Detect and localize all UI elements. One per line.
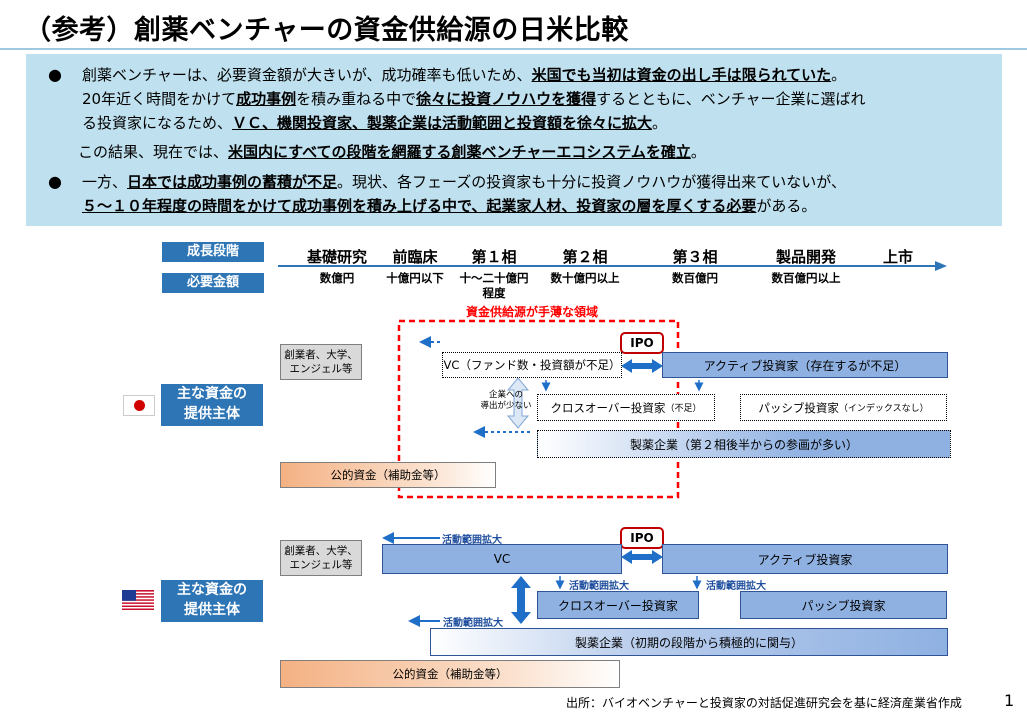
body-text: 。	[831, 66, 847, 84]
usa-founders-label: 創業者、大学、 エンジェル等	[284, 545, 358, 571]
emphasis-text: 米国でも当初は資金の出し手は限られていた	[531, 66, 832, 84]
source-note: 出所：バイオベンチャーと投資家の対話促進研究会を基に経済産業省作成	[566, 696, 962, 710]
japan-founders-box: 創業者、大学、 エンジェル等	[280, 344, 362, 380]
japan-founders-label: 創業者、大学、 エンジェル等	[284, 349, 358, 375]
stage-amount: 数十億円以上	[550, 271, 620, 285]
stage-axis-arrowhead	[935, 261, 947, 271]
thin-funding-area-box	[397, 319, 680, 499]
body-text: を積み重ねる中で	[296, 90, 417, 108]
usa-pharma-bar: 製薬企業（初期の段階から積極的に関与）	[430, 628, 948, 656]
japan-vc-bar: VC（ファンド数・投資額が不足）	[442, 352, 622, 378]
body-text: る投資家になるため、	[82, 114, 233, 132]
japan-public-label: 公的資金（補助金等）	[330, 468, 446, 482]
japan-vertical-double-arrow	[506, 377, 530, 429]
japan-public-funds-bar: 公的資金（補助金等）	[280, 462, 496, 488]
body-text: この結果、現在では、	[78, 143, 229, 161]
japan-flag-icon	[123, 395, 155, 416]
japan-pharma-bar: 製薬企業（第２相後半からの参画が多い）	[537, 430, 951, 458]
usa-pharma-label: 製薬企業（初期の段階から積極的に関与）	[574, 635, 803, 650]
bullet-1-line-3: る投資家になるため、ＶＣ、機関投資家、製薬企業は活動範囲と投資額を徐々に拡大。	[82, 112, 667, 134]
bullet-2-line-2: ５～１０年程度の時間をかけて成功事例を積み上げる中で、起業家人材、投資家の層を厚…	[82, 195, 816, 217]
emphasis-text: ５～１０年程度の時間をかけて成功事例を積み上げる中で、起業家人材、投資家の層を厚…	[82, 197, 757, 215]
page-number: 1	[1004, 691, 1015, 710]
japan-vc-label: VC（ファンド数・投資額が不足）	[443, 358, 621, 372]
stage-amount: 十億円以下	[386, 271, 444, 285]
body-text: 20年近く時間をかけて	[82, 90, 237, 108]
emphasis-text: 米国内にすべての段階を網羅する創薬ベンチャーエコシステムを確立	[228, 143, 691, 161]
stage-amount: 数億円	[319, 271, 355, 285]
usa-ipo-badge: IPO	[620, 527, 664, 549]
required-amount-label: 必要金額	[162, 273, 264, 293]
japan-active-label: アクティブ投資家（存在するが不足）	[703, 358, 907, 373]
japan-main-funders-label: 主な資金の 提供主体	[161, 384, 263, 426]
stage-name: 第２相	[562, 248, 608, 266]
usa-public-label: 公的資金（補助金等）	[392, 667, 508, 681]
bullet-marker: ●	[48, 65, 62, 84]
body-text: 。現状、各フェーズの投資家も十分に投資ノウハウが獲得出来ていないが、	[337, 173, 846, 191]
usa-vc-bar: VC	[382, 544, 622, 574]
usa-ipo-double-arrow	[621, 550, 663, 564]
summary-box: ● 創薬ベンチャーは、必要資金額が大きいが、成功確率も低いため、米国でも当初は資…	[26, 54, 1002, 226]
usa-crossover-expand-label: 活動範囲拡大	[569, 581, 629, 592]
thin-area-label: 資金供給源が手薄な領域	[466, 305, 599, 319]
emphasis-text: ＶＣ、機関投資家、製薬企業は活動範囲と投資額を徐々に拡大	[232, 114, 653, 132]
bullet-marker: ●	[48, 172, 62, 191]
usa-main-funders-label: 主な資金の 提供主体	[161, 580, 263, 622]
japan-passive-sub: （インデックスなし）	[838, 404, 929, 414]
usa-active-label: アクティブ投資家	[757, 552, 853, 567]
bullet-1-line-1: 創薬ベンチャーは、必要資金額が大きいが、成功確率も低いため、米国でも当初は資金の…	[82, 64, 846, 86]
japan-crossover-box: クロスオーバー投資家（不足）	[537, 394, 715, 421]
usa-vertical-double-arrow	[511, 576, 531, 624]
body-text: がある。	[756, 197, 817, 215]
title-divider	[0, 48, 1027, 50]
page-title: （参考）創薬ベンチャーの資金供給源の日米比較	[24, 15, 629, 46]
stage-name: 第１相	[471, 248, 517, 266]
body-text: 。	[652, 114, 668, 132]
usa-vc-expand-label: 活動範囲拡大	[442, 535, 502, 546]
body-text: するとともに、ベンチャー企業に選ばれ	[596, 90, 866, 108]
usa-passive-expand-label: 活動範囲拡大	[706, 581, 766, 592]
growth-stage-label: 成長段階	[162, 242, 264, 262]
body-text: 創薬ベンチャーは、必要資金額が大きいが、成功確率も低いため、	[82, 66, 532, 84]
stage-name: 前臨床	[392, 248, 438, 266]
emphasis-text: 徐々に投資ノウハウを獲得	[416, 90, 597, 108]
stage-amount: 数百億円以上	[771, 271, 841, 285]
usa-flag-icon	[122, 590, 154, 610]
stage-name: 製品開発	[775, 248, 836, 266]
japan-crossover-sub: （不足）	[665, 404, 702, 414]
usa-public-funds-bar: 公的資金（補助金等）	[280, 660, 620, 688]
japan-ipo-badge: IPO	[620, 332, 664, 354]
usa-active-investor-bar: アクティブ投資家	[662, 544, 948, 574]
stage-name: 上市	[882, 248, 913, 266]
bullet-1-line-4: この結果、現在では、米国内にすべての段階を網羅する創薬ベンチャーエコシステムを確…	[78, 141, 706, 163]
stage-name: 基礎研究	[306, 248, 367, 266]
emphasis-text: 日本では成功事例の蓄積が不足	[127, 173, 338, 191]
japan-crossover-label: クロスオーバー投資家	[550, 400, 666, 415]
stage-name: 第３相	[672, 248, 718, 266]
stage-amount: 十～二十億円 程度	[459, 271, 529, 300]
japan-passive-box: パッシブ投資家（インデックスなし）	[740, 394, 947, 421]
usa-pharma-expand-label: 活動範囲拡大	[443, 618, 503, 629]
japan-ipo-double-arrow	[621, 359, 663, 373]
emphasis-text: 成功事例	[236, 90, 297, 108]
usa-passive-label: パッシブ投資家	[801, 598, 886, 613]
usa-founders-box: 創業者、大学、 エンジェル等	[280, 540, 362, 576]
usa-vc-label: VC	[493, 552, 511, 566]
body-text: 。	[690, 143, 706, 161]
japan-passive-label: パッシブ投資家	[758, 400, 839, 415]
bullet-1-line-2: 20年近く時間をかけて成功事例を積み重ねる中で徐々に投資ノウハウを獲得するととも…	[82, 88, 866, 110]
usa-crossover-bar: クロスオーバー投資家	[537, 591, 699, 619]
japan-crossover-note: 企業への 導出が少ない	[480, 390, 532, 411]
body-text: 一方、	[82, 173, 128, 191]
japan-active-investor-bar: アクティブ投資家（存在するが不足）	[662, 352, 948, 378]
japan-pharma-label: 製薬企業（第２相後半からの参画が多い）	[629, 437, 858, 452]
usa-passive-bar: パッシブ投資家	[740, 591, 947, 619]
bullet-2-line-1: 一方、日本では成功事例の蓄積が不足。現状、各フェーズの投資家も十分に投資ノウハウ…	[82, 171, 846, 193]
usa-crossover-label: クロスオーバー投資家	[558, 598, 678, 613]
stage-amount: 数百億円	[672, 271, 718, 285]
